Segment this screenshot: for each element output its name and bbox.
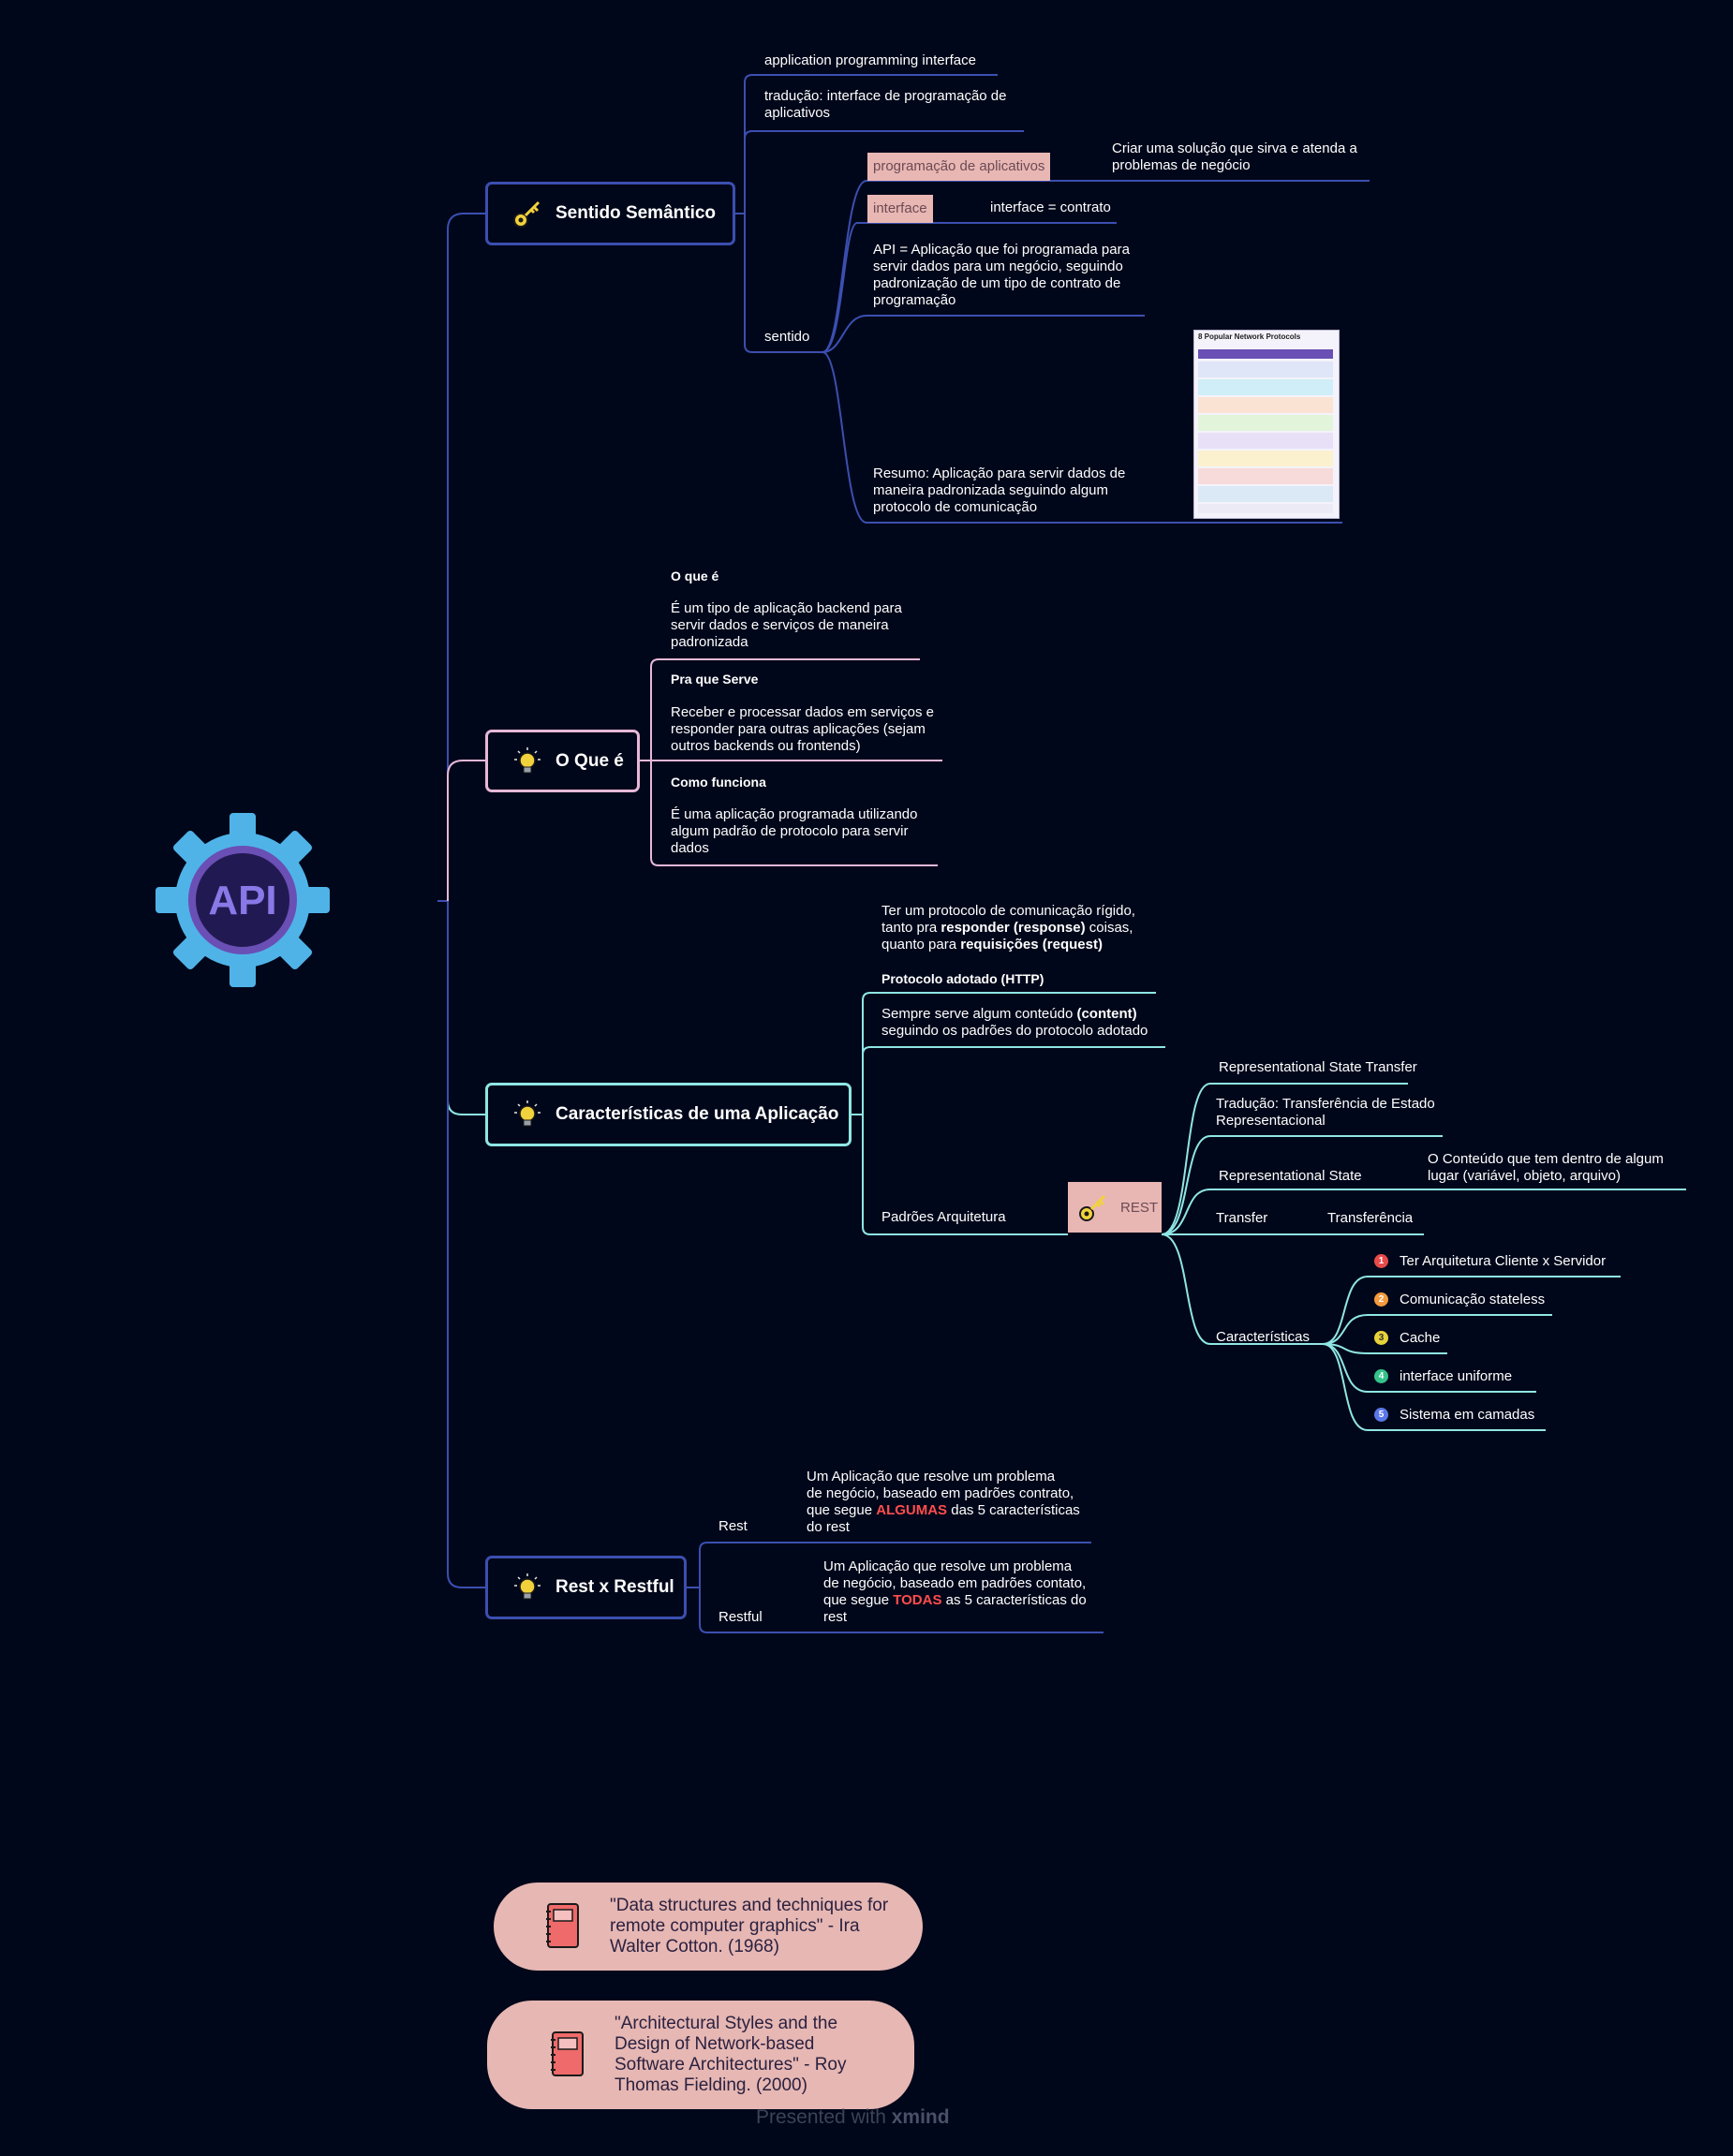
reference-cotton[interactable]: "Data structures and techniques for remo… xyxy=(494,1883,923,1971)
list-item: Sistema em camadas xyxy=(1400,1407,1535,1423)
node-rest-desc-2: de negócio, baseado em padrões contrato, xyxy=(807,1485,1074,1501)
node-padroes-arquitetura: Padrões Arquitetura xyxy=(881,1209,1006,1225)
rest-label: REST xyxy=(1120,1199,1159,1216)
node-restful-desc-1: Um Aplicação que resolve um problema xyxy=(823,1558,1073,1574)
badge-4: 4 xyxy=(1374,1369,1388,1383)
node-transfer: Transfer xyxy=(1216,1210,1268,1226)
badge-3: 3 xyxy=(1374,1331,1388,1345)
topic-caracteristicas[interactable]: Características de uma Aplicação xyxy=(485,1083,852,1146)
node-restful-desc-2: de negócio, baseado em padrões contato, xyxy=(823,1575,1087,1591)
node-restful-desc-4: rest xyxy=(823,1609,848,1625)
topic-title: O Que é xyxy=(555,750,624,771)
node-o-que-e-text: É um tipo de aplicação backend para serv… xyxy=(671,600,902,650)
node-sentido: sentido xyxy=(764,329,810,345)
node-prog-desc: Criar uma solução que sirva e atenda a p… xyxy=(1112,140,1357,173)
node-rest-desc-1: Um Aplicação que resolve um problema xyxy=(807,1469,1056,1484)
list-item: interface uniforme xyxy=(1400,1368,1513,1384)
book-icon xyxy=(549,2030,592,2079)
node-o-que-e-heading: O que é xyxy=(671,569,719,583)
node-api-definition: API = Aplicação que foi programada para … xyxy=(873,242,1130,308)
node-protocolo-adotado: Protocolo adotado (HTTP) xyxy=(881,971,1044,986)
topic-o-que-e[interactable]: O Que é xyxy=(485,730,640,792)
reference-text: "Data structures and techniques for remo… xyxy=(610,1896,889,1957)
book-icon xyxy=(544,1902,587,1951)
node-representational-state-transfer: Representational State Transfer xyxy=(1219,1059,1417,1075)
rest-node[interactable]: REST xyxy=(1068,1182,1162,1233)
central-topic[interactable]: API xyxy=(154,811,332,989)
topic-title: Sentido Semântico xyxy=(555,203,717,223)
node-restful-desc-3: que segue TODAS as 5 características do xyxy=(823,1592,1087,1608)
lightbulb-icon xyxy=(511,745,544,778)
lightbulb-icon xyxy=(511,1098,544,1131)
node-como-funciona-text: É uma aplicação programada utilizando al… xyxy=(671,806,918,856)
node-caracteristicas: Características xyxy=(1216,1329,1311,1345)
node-interface-desc: interface = contrato xyxy=(990,199,1111,215)
node-rest-desc-3: que segue ALGUMAS das 5 características xyxy=(807,1502,1080,1518)
reference-text: "Architectural Styles and the Design of … xyxy=(615,2014,847,2095)
node-traducao-rest: Tradução: Transferência de Estado Repres… xyxy=(1216,1096,1435,1129)
badge-1: 1 xyxy=(1374,1254,1388,1268)
tag-interface: interface xyxy=(867,195,933,223)
list-item: Cache xyxy=(1400,1330,1441,1346)
node-application-programming-interface: application programming interface xyxy=(764,52,976,68)
tag-programacao-de-aplicativos: programação de aplicativos xyxy=(867,153,1051,181)
xmind-brand: xmind xyxy=(891,2106,950,2128)
node-representational-state-desc: O Conteúdo que tem dentro de algum lugar… xyxy=(1428,1151,1664,1184)
node-como-funciona-heading: Como funciona xyxy=(671,775,766,790)
node-rest-desc-4: do rest xyxy=(807,1519,850,1535)
key-icon xyxy=(511,197,544,230)
topic-title: Rest x Restful xyxy=(555,1577,674,1597)
gear-icon xyxy=(156,813,330,987)
node-restful: Restful xyxy=(718,1609,763,1625)
badge-2: 2 xyxy=(1374,1292,1388,1307)
list-item: Ter Arquitetura Cliente x Servidor xyxy=(1400,1253,1607,1269)
thumbnail-title: 8 Popular Network Protocols xyxy=(1198,332,1301,341)
topic-rest-x-restful[interactable]: Rest x Restful xyxy=(485,1556,687,1619)
node-pra-que-serve-heading: Pra que Serve xyxy=(671,672,759,687)
key-icon xyxy=(1077,1191,1109,1223)
reference-fielding[interactable]: "Architectural Styles and the Design of … xyxy=(487,2001,914,2109)
node-transferencia: Transferência xyxy=(1327,1210,1414,1226)
node-protocolo-line3: quanto para requisições (request) xyxy=(881,937,1103,952)
badge-5: 5 xyxy=(1374,1408,1388,1422)
node-resumo: Resumo: Aplicação para servir dados de m… xyxy=(873,465,1126,515)
node-content-line2: seguindo os padrões do protocolo adotado xyxy=(881,1023,1148,1039)
protocols-thumbnail[interactable]: 8 Popular Network Protocols xyxy=(1193,330,1340,519)
lightbulb-icon xyxy=(511,1571,544,1604)
node-representational-state: Representational State xyxy=(1219,1168,1362,1184)
node-protocolo-line1: Ter um protocolo de comunicação rígido, xyxy=(881,903,1135,919)
node-traducao: tradução: interface de programação de ap… xyxy=(764,88,1007,121)
node-rest: Rest xyxy=(718,1518,748,1534)
central-topic-label: API xyxy=(208,878,277,923)
topic-sentido-semantico[interactable]: Sentido Semântico xyxy=(485,182,735,245)
node-protocolo-line2: tanto pra responder (response) coisas, xyxy=(881,920,1133,936)
topic-title: Características de uma Aplicação xyxy=(555,1104,839,1124)
node-content-line1: Sempre serve algum conteúdo (content) xyxy=(881,1006,1137,1022)
list-item: Comunicação stateless xyxy=(1400,1292,1546,1307)
node-pra-que-serve-text: Receber e processar dados em serviços e … xyxy=(671,704,934,754)
footer-presented-with: Presented with xmind xyxy=(756,2106,950,2128)
